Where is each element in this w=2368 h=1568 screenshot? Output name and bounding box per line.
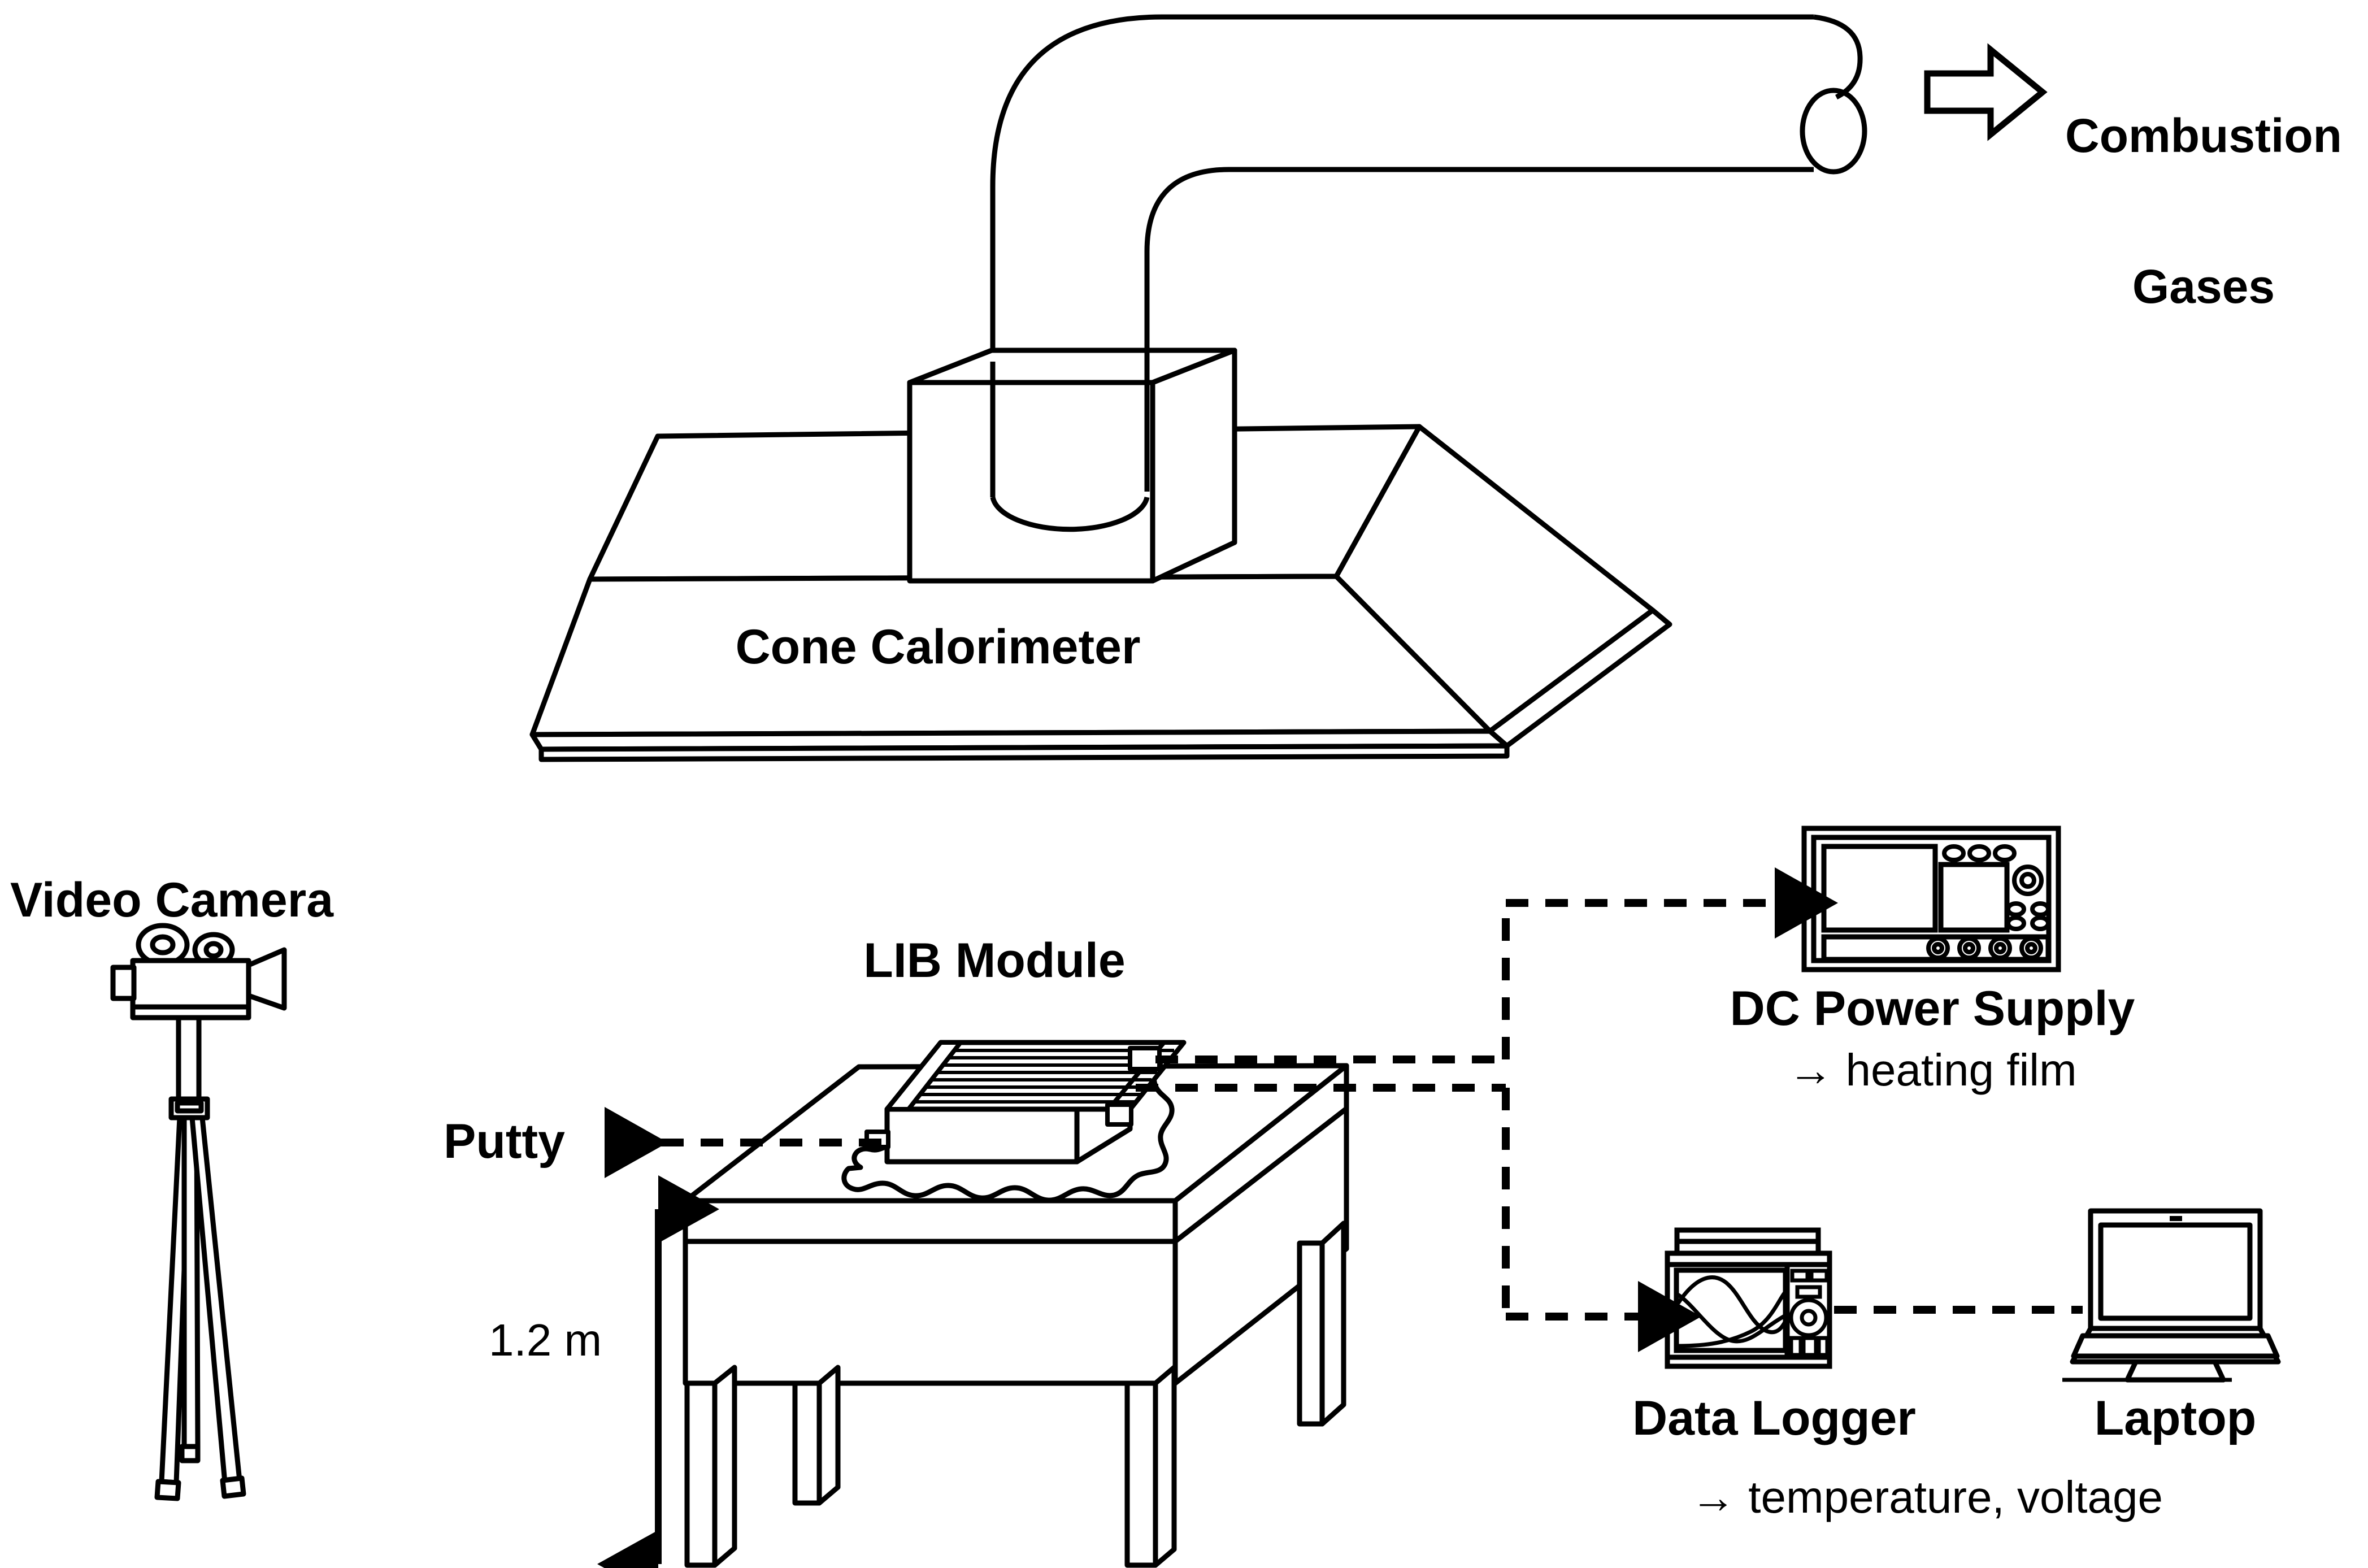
cone-calorimeter-label: Cone Calorimeter bbox=[735, 620, 1141, 674]
wiring-dashed-lines bbox=[1136, 903, 1510, 1317]
duct-connector-box bbox=[907, 348, 1237, 584]
combustion-gases-label: Combustion Gases bbox=[2057, 10, 2350, 412]
wiring-arrowheads bbox=[1506, 867, 1838, 1352]
gas-flow-arrow-icon bbox=[1924, 43, 2048, 141]
laptop bbox=[2062, 1208, 2281, 1383]
data-logger-controls bbox=[1789, 1269, 1830, 1357]
combustion-gases-line-2: Gases bbox=[2132, 260, 2275, 314]
lib-module-label: LIB Module bbox=[863, 933, 1126, 988]
duct-through-box bbox=[990, 350, 1150, 532]
video-camera-label: Video Camera bbox=[10, 873, 334, 927]
putty-label: Putty bbox=[444, 1114, 565, 1169]
combustion-gases-line-1: Combustion bbox=[2065, 109, 2342, 163]
dc-power-supply-label: DC Power Supply bbox=[1730, 981, 2135, 1036]
dc-power-supply-controls bbox=[1926, 844, 2050, 960]
data-logger-label: Data Logger bbox=[1632, 1391, 1916, 1445]
duct-open-end bbox=[1800, 14, 1867, 175]
dc-power-supply-detail-label: → heating film bbox=[1788, 1045, 2077, 1095]
height-dimension-label: 1.2 m bbox=[489, 1315, 602, 1365]
laptop-label: Laptop bbox=[2094, 1391, 2257, 1445]
video-camera bbox=[110, 923, 287, 1501]
data-logger-detail-label: → temperature, voltage bbox=[1691, 1472, 2163, 1522]
